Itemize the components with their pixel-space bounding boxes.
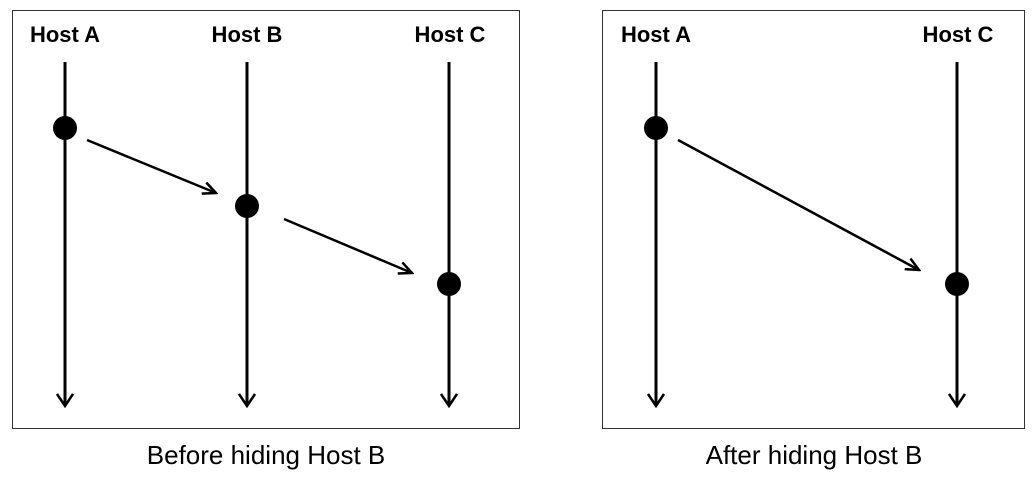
message-a-to-b [86, 138, 216, 193]
host-b-label-before: Host B [211, 22, 283, 47]
host-a-event-after [644, 116, 668, 140]
message-a-to-c [677, 138, 919, 270]
message-b-to-c [283, 217, 412, 273]
host-a-label-after: Host A [620, 22, 692, 47]
before-panel [12, 10, 520, 429]
after-panel [602, 10, 1025, 429]
host-a-event-before [53, 116, 77, 140]
host-c-label-before: Host C [414, 22, 486, 47]
host-c-event-after [945, 272, 969, 296]
host-b-event-before [235, 194, 259, 218]
host-c-label-after: Host C [922, 22, 994, 47]
host-a-label-before: Host A [29, 22, 101, 47]
host-c-event-before [437, 272, 461, 296]
before-caption: Before hiding Host B [146, 440, 386, 470]
after-caption: After hiding Host B [705, 440, 923, 470]
